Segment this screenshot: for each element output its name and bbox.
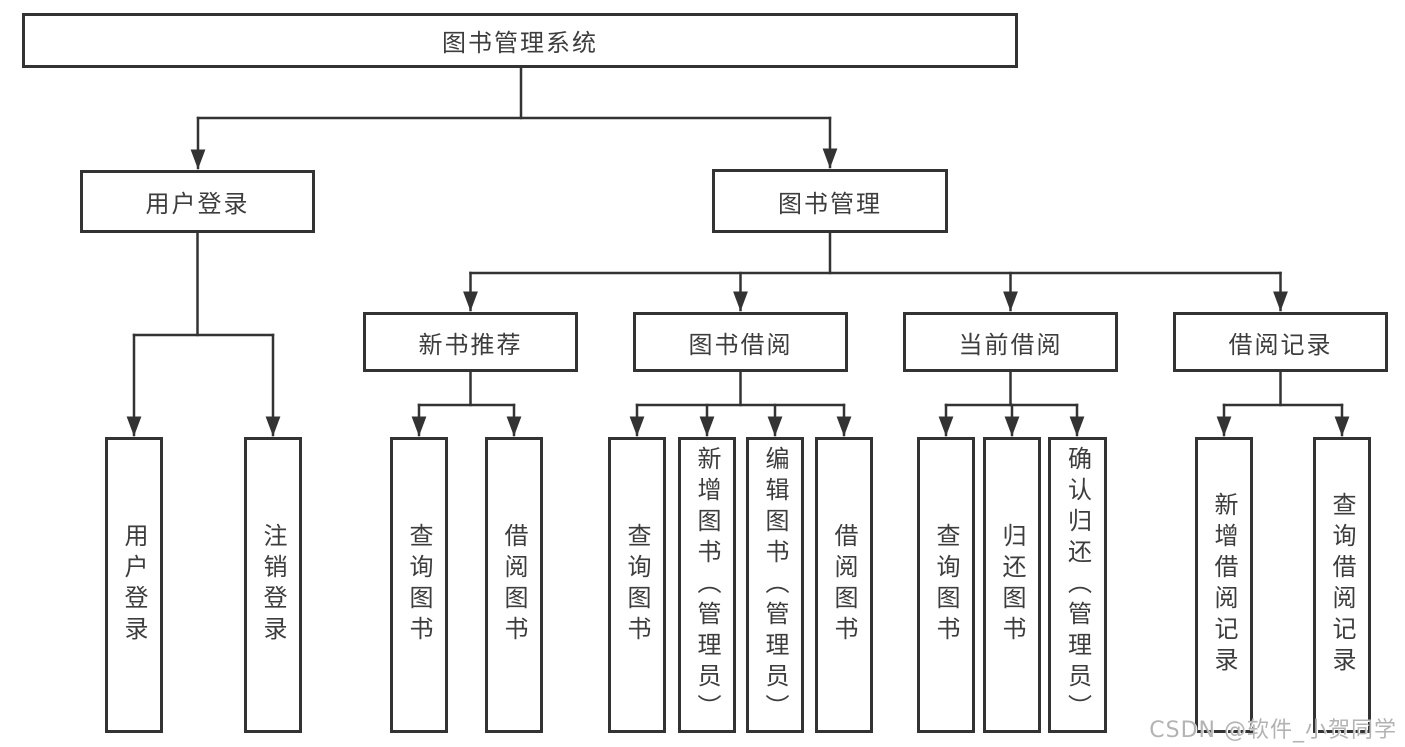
leaf-node-query-borrow-record: 查询借阅记录 [1313, 437, 1371, 733]
group-node-book-borrow: 图书借阅 [633, 312, 848, 372]
leaf-node-query-books-3: 查询图书 [917, 437, 975, 733]
leaf-node-query-books-1: 查询图书 [390, 437, 448, 733]
leaf-node-add-borrow-record: 新增借阅记录 [1195, 437, 1253, 733]
branch-node-user-login: 用户登录 [80, 170, 315, 233]
leaf-node-return-book: 归还图书 [983, 437, 1041, 733]
group-node-current-borrow: 当前借阅 [903, 312, 1118, 372]
root-node-library-system: 图书管理系统 [22, 13, 1018, 68]
leaf-node-query-books-2: 查询图书 [608, 437, 666, 733]
leaf-node-logout: 注销登录 [244, 437, 302, 733]
branch-node-book-management: 图书管理 [712, 169, 948, 233]
leaf-node-borrow-books-2: 借阅图书 [815, 437, 873, 733]
leaf-node-confirm-return-admin: 确认归还（管理员） [1048, 437, 1107, 733]
leaf-node-edit-book-admin: 编辑图书（管理员） [746, 437, 804, 733]
watermark: CSDN @软件_小贺同学 [1149, 718, 1397, 743]
leaf-node-borrow-books-1: 借阅图书 [485, 437, 543, 733]
leaf-node-add-book-admin: 新增图书（管理员） [678, 437, 736, 733]
group-node-borrow-records: 借阅记录 [1173, 312, 1388, 372]
leaf-node-user-login: 用户登录 [105, 437, 163, 733]
group-node-new-book-recommend: 新书推荐 [363, 312, 578, 372]
